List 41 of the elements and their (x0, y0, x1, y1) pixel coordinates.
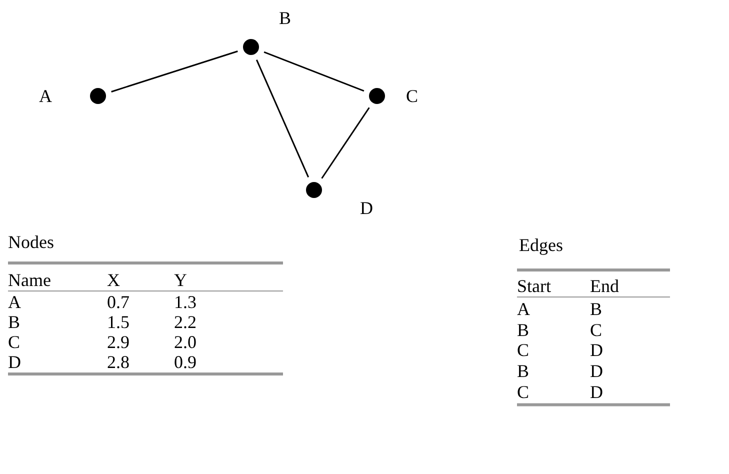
table-value: 2.0 (174, 332, 196, 352)
table-value: 0.9 (174, 352, 196, 372)
node-label: B (279, 8, 292, 28)
table-value: D (590, 340, 603, 360)
edge-line (321, 107, 370, 179)
column-header: Start (517, 276, 551, 296)
column-header: Name (8, 270, 51, 290)
table-value: 2.8 (107, 352, 130, 372)
table-value: C (590, 320, 602, 340)
table-value: 0.7 (107, 292, 130, 312)
column-header: Y (174, 270, 187, 290)
table-value: B (8, 312, 20, 332)
table-value: A (517, 298, 530, 319)
edge-line (256, 60, 310, 178)
column-header: End (590, 276, 619, 296)
table-value: C (517, 340, 530, 360)
table-value: 2.9 (107, 332, 130, 352)
node-label: C (406, 86, 418, 106)
node-dot (306, 182, 322, 198)
table-value: 1.5 (107, 312, 130, 332)
table-value: B (517, 361, 530, 382)
table-value: C (517, 382, 530, 402)
table-value: D (590, 382, 603, 402)
node-dot (243, 39, 259, 55)
node-label: D (360, 198, 373, 218)
table-value: B (590, 298, 602, 319)
table-value: D (590, 361, 603, 382)
table-title: Edges (519, 235, 563, 255)
node-dot (369, 88, 385, 104)
column-header: X (107, 270, 120, 290)
node-dot (90, 88, 106, 104)
node-label: A (39, 86, 52, 106)
table-title: Nodes (8, 232, 54, 252)
table-value: C (8, 332, 20, 352)
table-value: D (8, 352, 21, 372)
edge-line (111, 50, 238, 92)
table-value: 1.3 (174, 292, 196, 312)
edge-line (264, 51, 364, 92)
table-value: A (8, 292, 21, 312)
table-value: 2.2 (174, 312, 196, 332)
table-value: B (517, 320, 530, 340)
